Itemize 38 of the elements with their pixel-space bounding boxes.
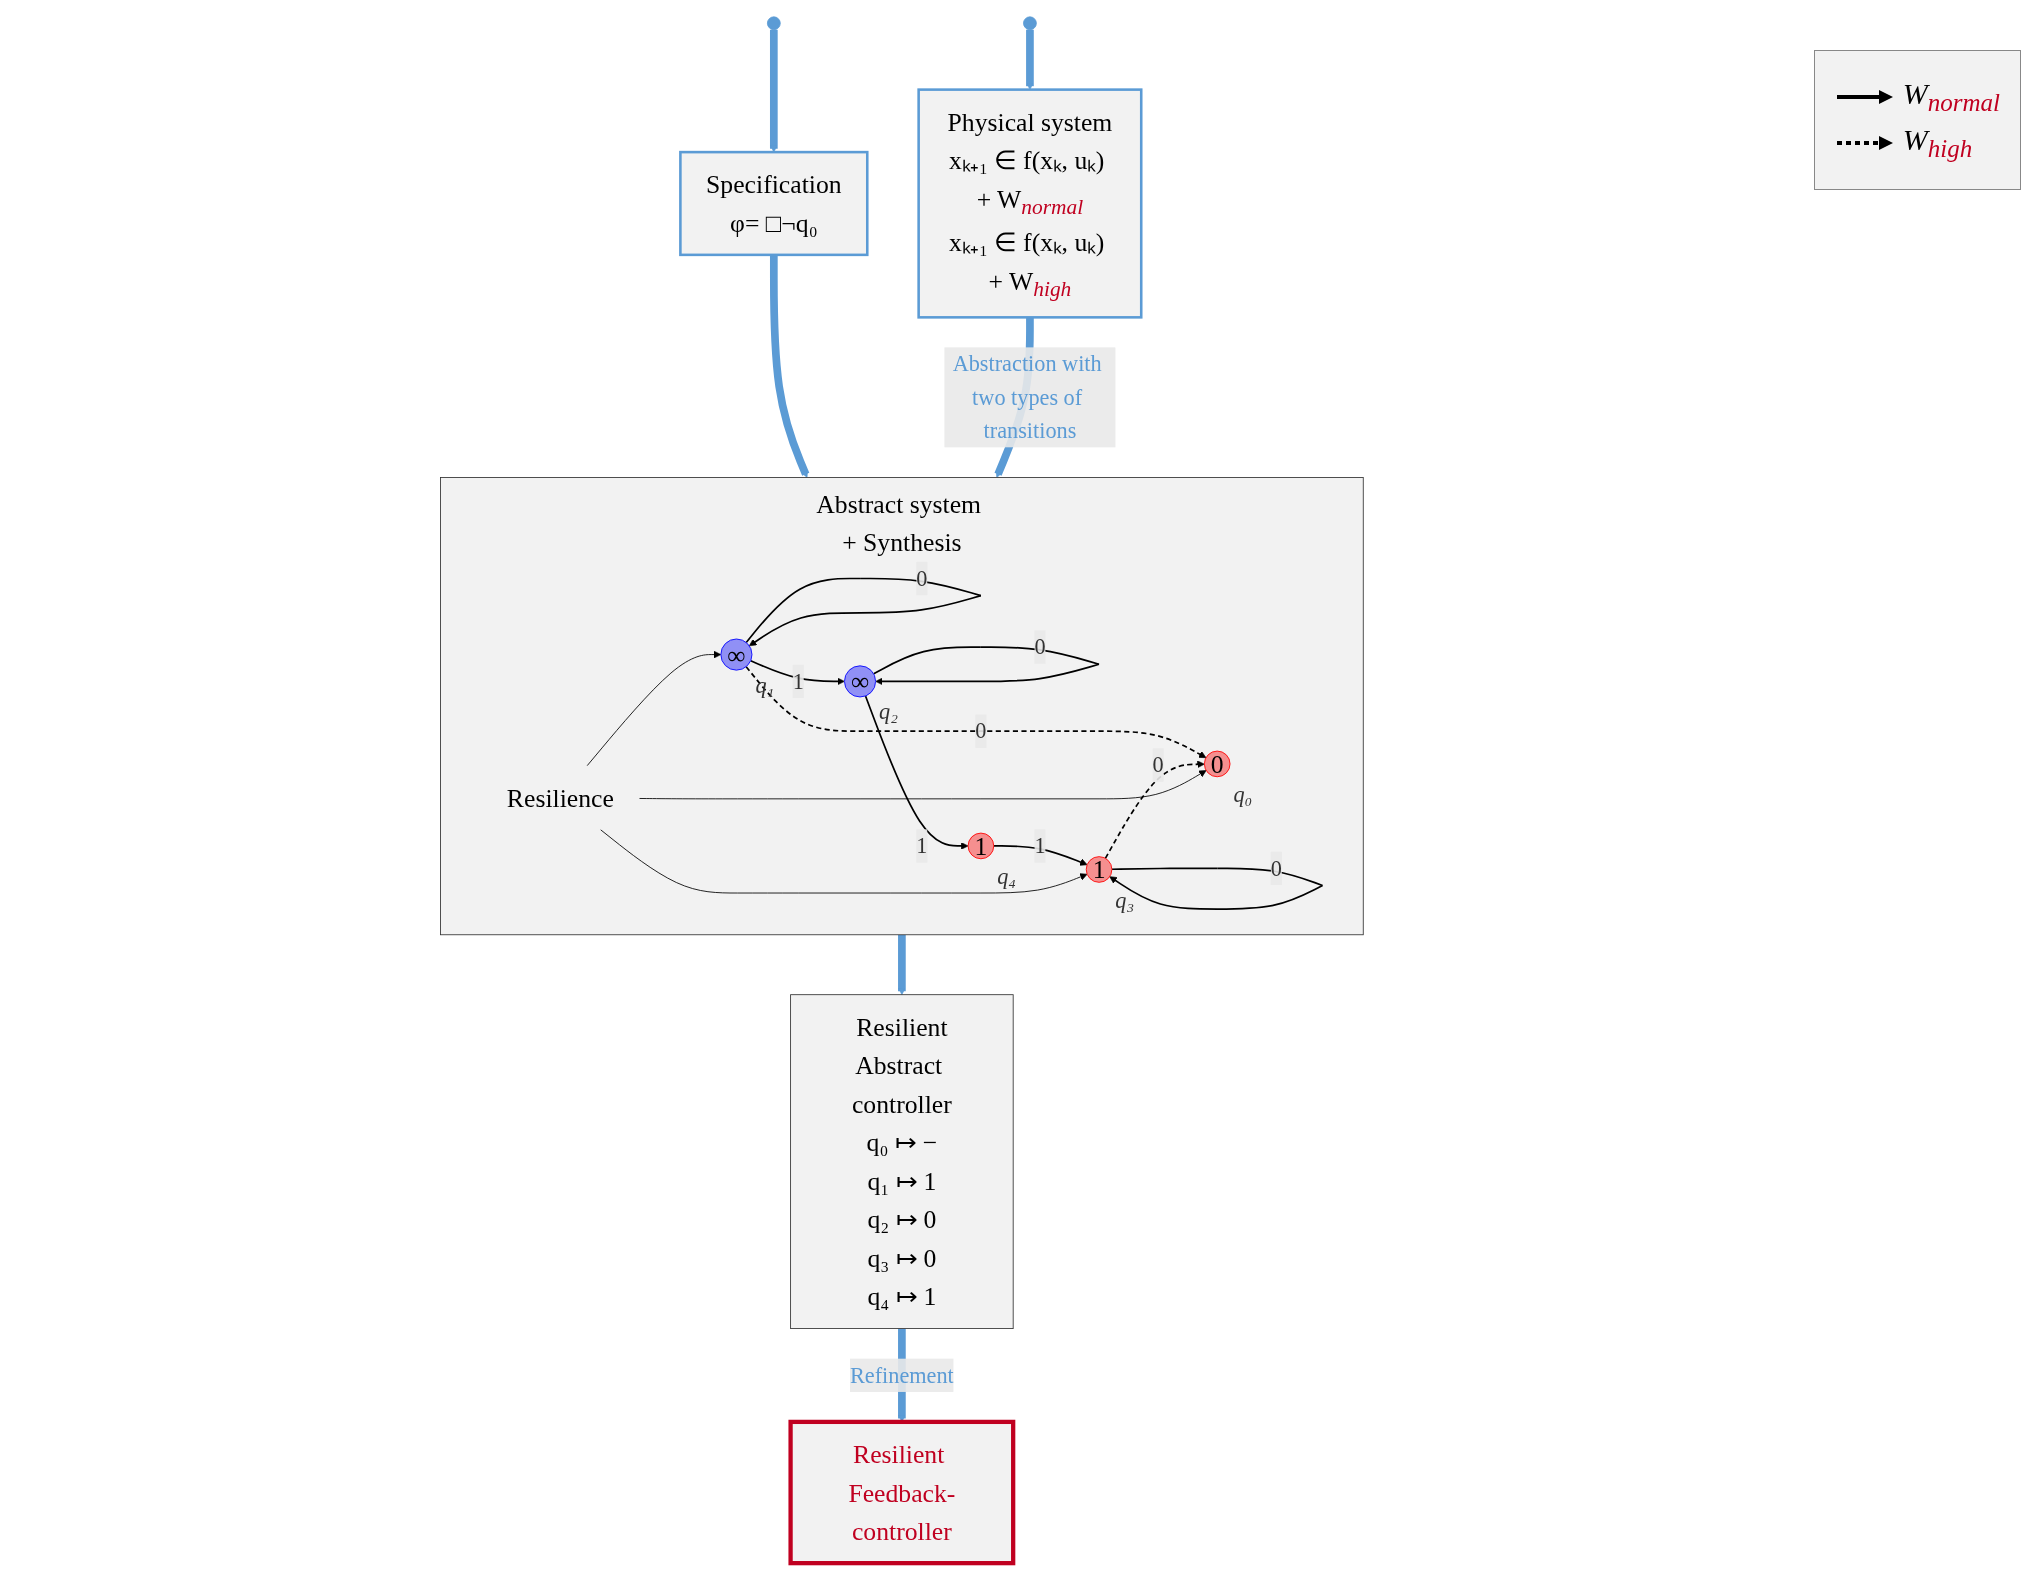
edge-label: 0 xyxy=(1270,855,1282,881)
node-box: Resilient Abstract controller q₀ ↦ − q₁ ↦ 1 q₂ ↦ 0 q₃ ↦ 0 q₄ ↦ 1 xyxy=(790,994,1014,1329)
arrow xyxy=(1026,29,1034,90)
edge-label: Refinement xyxy=(849,1362,954,1388)
legend-text: W$_{normal}$ xyxy=(1902,77,2000,117)
arrow xyxy=(992,845,1088,866)
arrow xyxy=(898,934,906,996)
node-box: Resilient Feedback-controller xyxy=(788,1419,1016,1566)
arrow xyxy=(769,29,778,153)
edge-label: 0 xyxy=(975,718,987,744)
node-box: Physical system xₖ₊₁ ∈ f(xₖ, uₖ) + W$_{normal}$ xₖ₊₁ ∈ f(xₖ, uₖ) + W$_{high}$ xyxy=(917,88,1143,319)
arrow xyxy=(749,659,845,686)
node-circle: 0 xyxy=(1203,750,1231,778)
state-label: q₃ xyxy=(1115,887,1135,913)
arrow xyxy=(1104,760,1205,860)
node-circle: 1 xyxy=(1085,856,1113,883)
edge-label: 0 xyxy=(1034,634,1046,660)
arrow xyxy=(864,695,969,850)
state-label: q₂ xyxy=(879,699,898,725)
arrow xyxy=(872,646,1100,686)
edge-label: 0 xyxy=(1152,752,1164,778)
edge-label: 0 xyxy=(916,566,928,591)
state-label: q₁ xyxy=(755,672,775,698)
state-label: q₀ xyxy=(1233,782,1253,807)
arrow xyxy=(1109,867,1324,910)
legend-text: W$_{high}$ xyxy=(1902,123,1973,163)
edge-label: 1 xyxy=(792,668,804,694)
arrow xyxy=(769,254,810,478)
arrow xyxy=(745,577,982,647)
edge-label: 1 xyxy=(1034,833,1046,859)
node-circle: ∞ xyxy=(720,638,753,671)
node-circle: 1 xyxy=(967,832,995,860)
node-box: Specification φ= □¬q₀ xyxy=(679,150,869,257)
edge-label: 1 xyxy=(916,833,928,859)
node-circle: ∞ xyxy=(844,665,877,698)
state-label: q₄ xyxy=(997,864,1017,890)
node-text: Resilience xyxy=(506,783,614,812)
edge-label: Abstraction with two types of transitions xyxy=(952,351,1102,444)
